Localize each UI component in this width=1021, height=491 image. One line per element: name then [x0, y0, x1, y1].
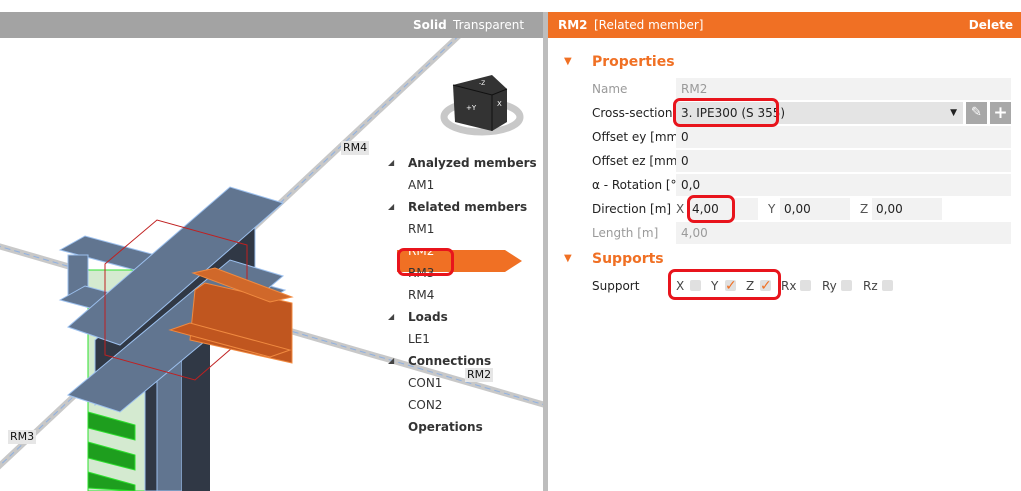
tree-item-rm1[interactable]: RM1 — [408, 222, 435, 236]
length-row: Length [m]4,00 — [592, 222, 1011, 244]
tree-item-rm4[interactable]: RM4 — [408, 288, 435, 302]
tree-selection-arrow — [505, 250, 522, 272]
view-cube[interactable]: -Z +Y X — [440, 75, 524, 136]
support-rx-checkbox[interactable] — [800, 280, 811, 291]
edit-pencil-icon[interactable]: ✎ — [966, 102, 987, 124]
cube-side-label: X — [497, 100, 502, 108]
member-name: RM2 — [558, 18, 588, 32]
collapse-icon[interactable]: ◢ — [388, 356, 395, 365]
cube-top-label: -Z — [479, 80, 485, 87]
panel-splitter[interactable] — [543, 12, 548, 491]
add-plus-icon[interactable]: + — [990, 102, 1011, 124]
tree-item-le1[interactable]: LE1 — [408, 332, 430, 346]
axis-label-rm2: RM2 — [465, 368, 494, 382]
axis-label-rm4: RM4 — [341, 141, 370, 155]
support-z-checkbox[interactable] — [760, 275, 772, 297]
rotation-row: α - Rotation [°]0,0 — [592, 174, 1011, 196]
tree-group-related-members[interactable]: ◢Related members — [385, 196, 545, 218]
support-row: Support X Y Z Rx Ry Rz — [592, 275, 1011, 297]
collapse-icon[interactable]: ◢ — [388, 202, 395, 211]
annotation-highlight — [397, 248, 454, 276]
3d-model-scene[interactable]: -Z +Y X — [0, 38, 543, 491]
cross-section-row: Cross-section 3. IPE300 (S 355)▼ ✎ + — [592, 102, 1011, 124]
tree-item-con1[interactable]: CON1 — [408, 376, 443, 390]
rotation-input[interactable]: 0,0 — [676, 174, 1011, 196]
tree-group-analyzed-members[interactable]: ◢Analyzed members — [385, 152, 545, 174]
transparent-mode-button[interactable]: Transparent — [453, 18, 525, 32]
direction-row: Direction [m] X 4,00 Y 0,00 Z 0,00 — [592, 198, 1011, 220]
annotation-highlight — [668, 269, 781, 300]
collapse-icon[interactable]: ▼ — [564, 56, 572, 67]
annotation-highlight — [687, 195, 735, 223]
view-mode-bar: Solid Transparent — [0, 12, 543, 38]
3d-viewport[interactable]: Solid Transparent — [0, 12, 543, 491]
properties-panel: RM2 [Related member] Delete ▼Properties … — [548, 12, 1021, 491]
tree-item-con2[interactable]: CON2 — [408, 398, 443, 412]
annotation-highlight — [673, 98, 779, 127]
support-y-checkbox[interactable] — [725, 275, 737, 297]
offset-ez-input[interactable]: 0 — [676, 150, 1011, 172]
tree-group-operations[interactable]: Operations — [408, 420, 483, 434]
support-ry-checkbox[interactable] — [841, 280, 852, 291]
offset-ey-row: Offset ey [mm]0 — [592, 126, 1011, 148]
offset-ey-input[interactable]: 0 — [676, 126, 1011, 148]
support-x-checkbox[interactable] — [690, 280, 701, 291]
tree-item-am1[interactable]: AM1 — [408, 178, 435, 192]
offset-ez-row: Offset ez [mm]0 — [592, 150, 1011, 172]
direction-y-input[interactable]: 0,00 — [780, 198, 850, 220]
tree-group-connections[interactable]: ◢Connections — [385, 350, 545, 372]
name-field: RM2 — [676, 78, 1011, 100]
delete-button[interactable]: Delete — [968, 18, 1013, 32]
collapse-icon[interactable]: ◢ — [388, 158, 395, 167]
direction-x-input[interactable]: 4,00 — [688, 198, 758, 220]
direction-z-input[interactable]: 0,00 — [872, 198, 942, 220]
model-tree: ◢Analyzed members AM1 ◢Related members R… — [385, 152, 545, 438]
axis-label-rm3: RM3 — [8, 430, 37, 444]
cross-section-select[interactable]: 3. IPE300 (S 355)▼ — [676, 102, 963, 124]
member-type: [Related member] — [594, 18, 704, 32]
chevron-down-icon: ▼ — [950, 108, 957, 118]
panel-header: RM2 [Related member] Delete — [548, 12, 1021, 38]
length-field: 4,00 — [676, 222, 1011, 244]
window-top — [0, 0, 1021, 12]
collapse-icon[interactable]: ◢ — [388, 312, 395, 321]
tree-group-loads[interactable]: ◢Loads — [385, 306, 545, 328]
tree-item-rm2[interactable]: RM2 — [408, 244, 435, 258]
beam-rm2-selected — [168, 267, 294, 364]
cube-front-label: +Y — [466, 104, 477, 112]
solid-mode-button[interactable]: Solid — [413, 18, 447, 32]
collapse-icon[interactable]: ▼ — [564, 253, 572, 264]
support-rz-checkbox[interactable] — [882, 280, 893, 291]
